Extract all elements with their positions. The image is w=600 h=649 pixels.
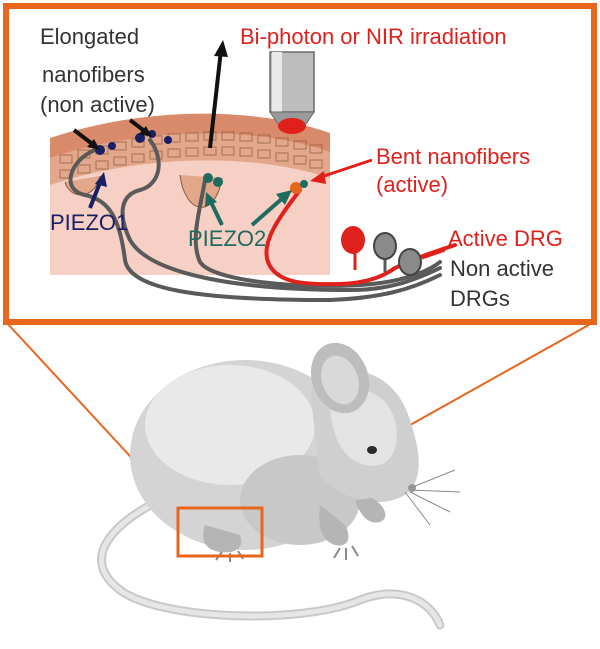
objective-lens-icon	[269, 51, 315, 134]
active-drg-icon	[341, 226, 365, 254]
bent-label-line1: Bent nanofibers	[376, 144, 531, 169]
zoom-region-box	[176, 506, 264, 558]
elongated-label-line3: (non active)	[40, 92, 155, 117]
non-active-label-line2: DRGs	[450, 286, 510, 311]
piezo1-label: PIEZO1	[50, 210, 129, 235]
elongated-label-line1: Elongated	[40, 24, 140, 49]
elongated-label-line2: nanofibers	[42, 62, 145, 87]
irradiation-label: Bi-photon or NIR irradiation	[240, 24, 507, 49]
piezo2-label: PIEZO2	[188, 226, 267, 251]
mouse-illustration	[97, 342, 461, 630]
drg-neurons	[341, 226, 446, 276]
inactive-drg-icon	[398, 248, 422, 276]
annotation-arrows	[72, 40, 373, 227]
active-drg-label: Active DRG	[448, 226, 563, 251]
non-active-label-line1: Non active	[450, 256, 554, 281]
inactive-drg-icon	[373, 232, 397, 260]
bent-label-line2: (active)	[376, 172, 449, 197]
inactive-nerve-fibers	[68, 138, 442, 303]
